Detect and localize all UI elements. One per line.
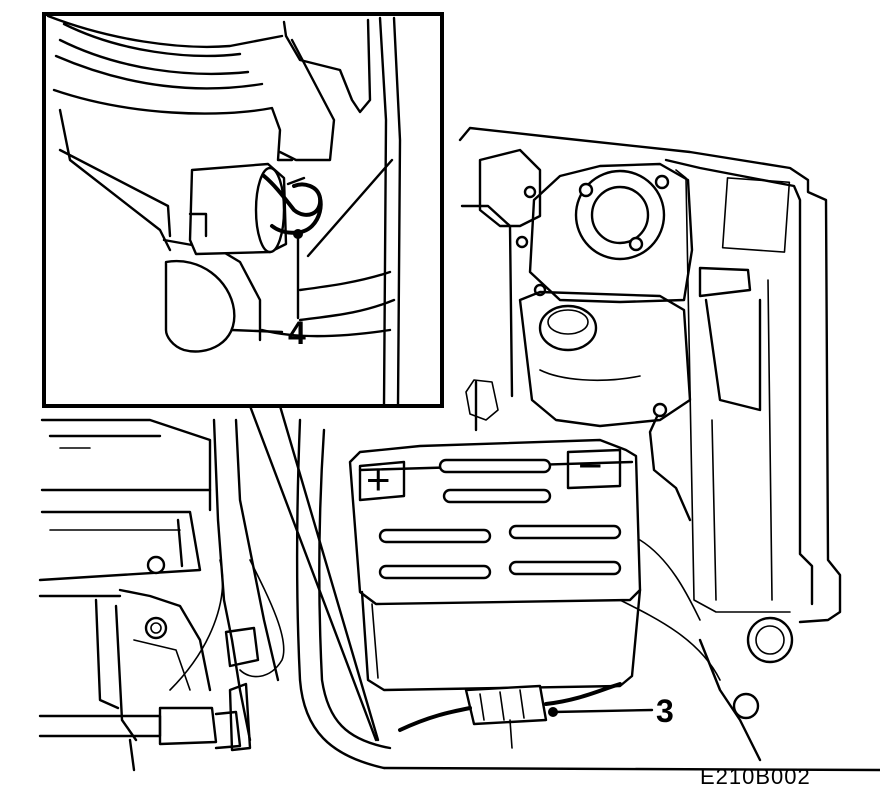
engine-bay-background [38,126,880,772]
battery [348,438,642,749]
callout-3-label: 3 [656,693,674,729]
figure-code: E210B002 [700,764,811,786]
callout-4-label: 4 [288,315,306,351]
callout-4-dot [293,229,303,239]
negative-terminal-sign: − [578,442,603,489]
inset-details [46,14,402,408]
magnifier-lines [248,404,380,742]
callout-3-leader [548,707,654,717]
positive-terminal-sign: + [366,456,391,503]
detail-inset [42,12,444,408]
